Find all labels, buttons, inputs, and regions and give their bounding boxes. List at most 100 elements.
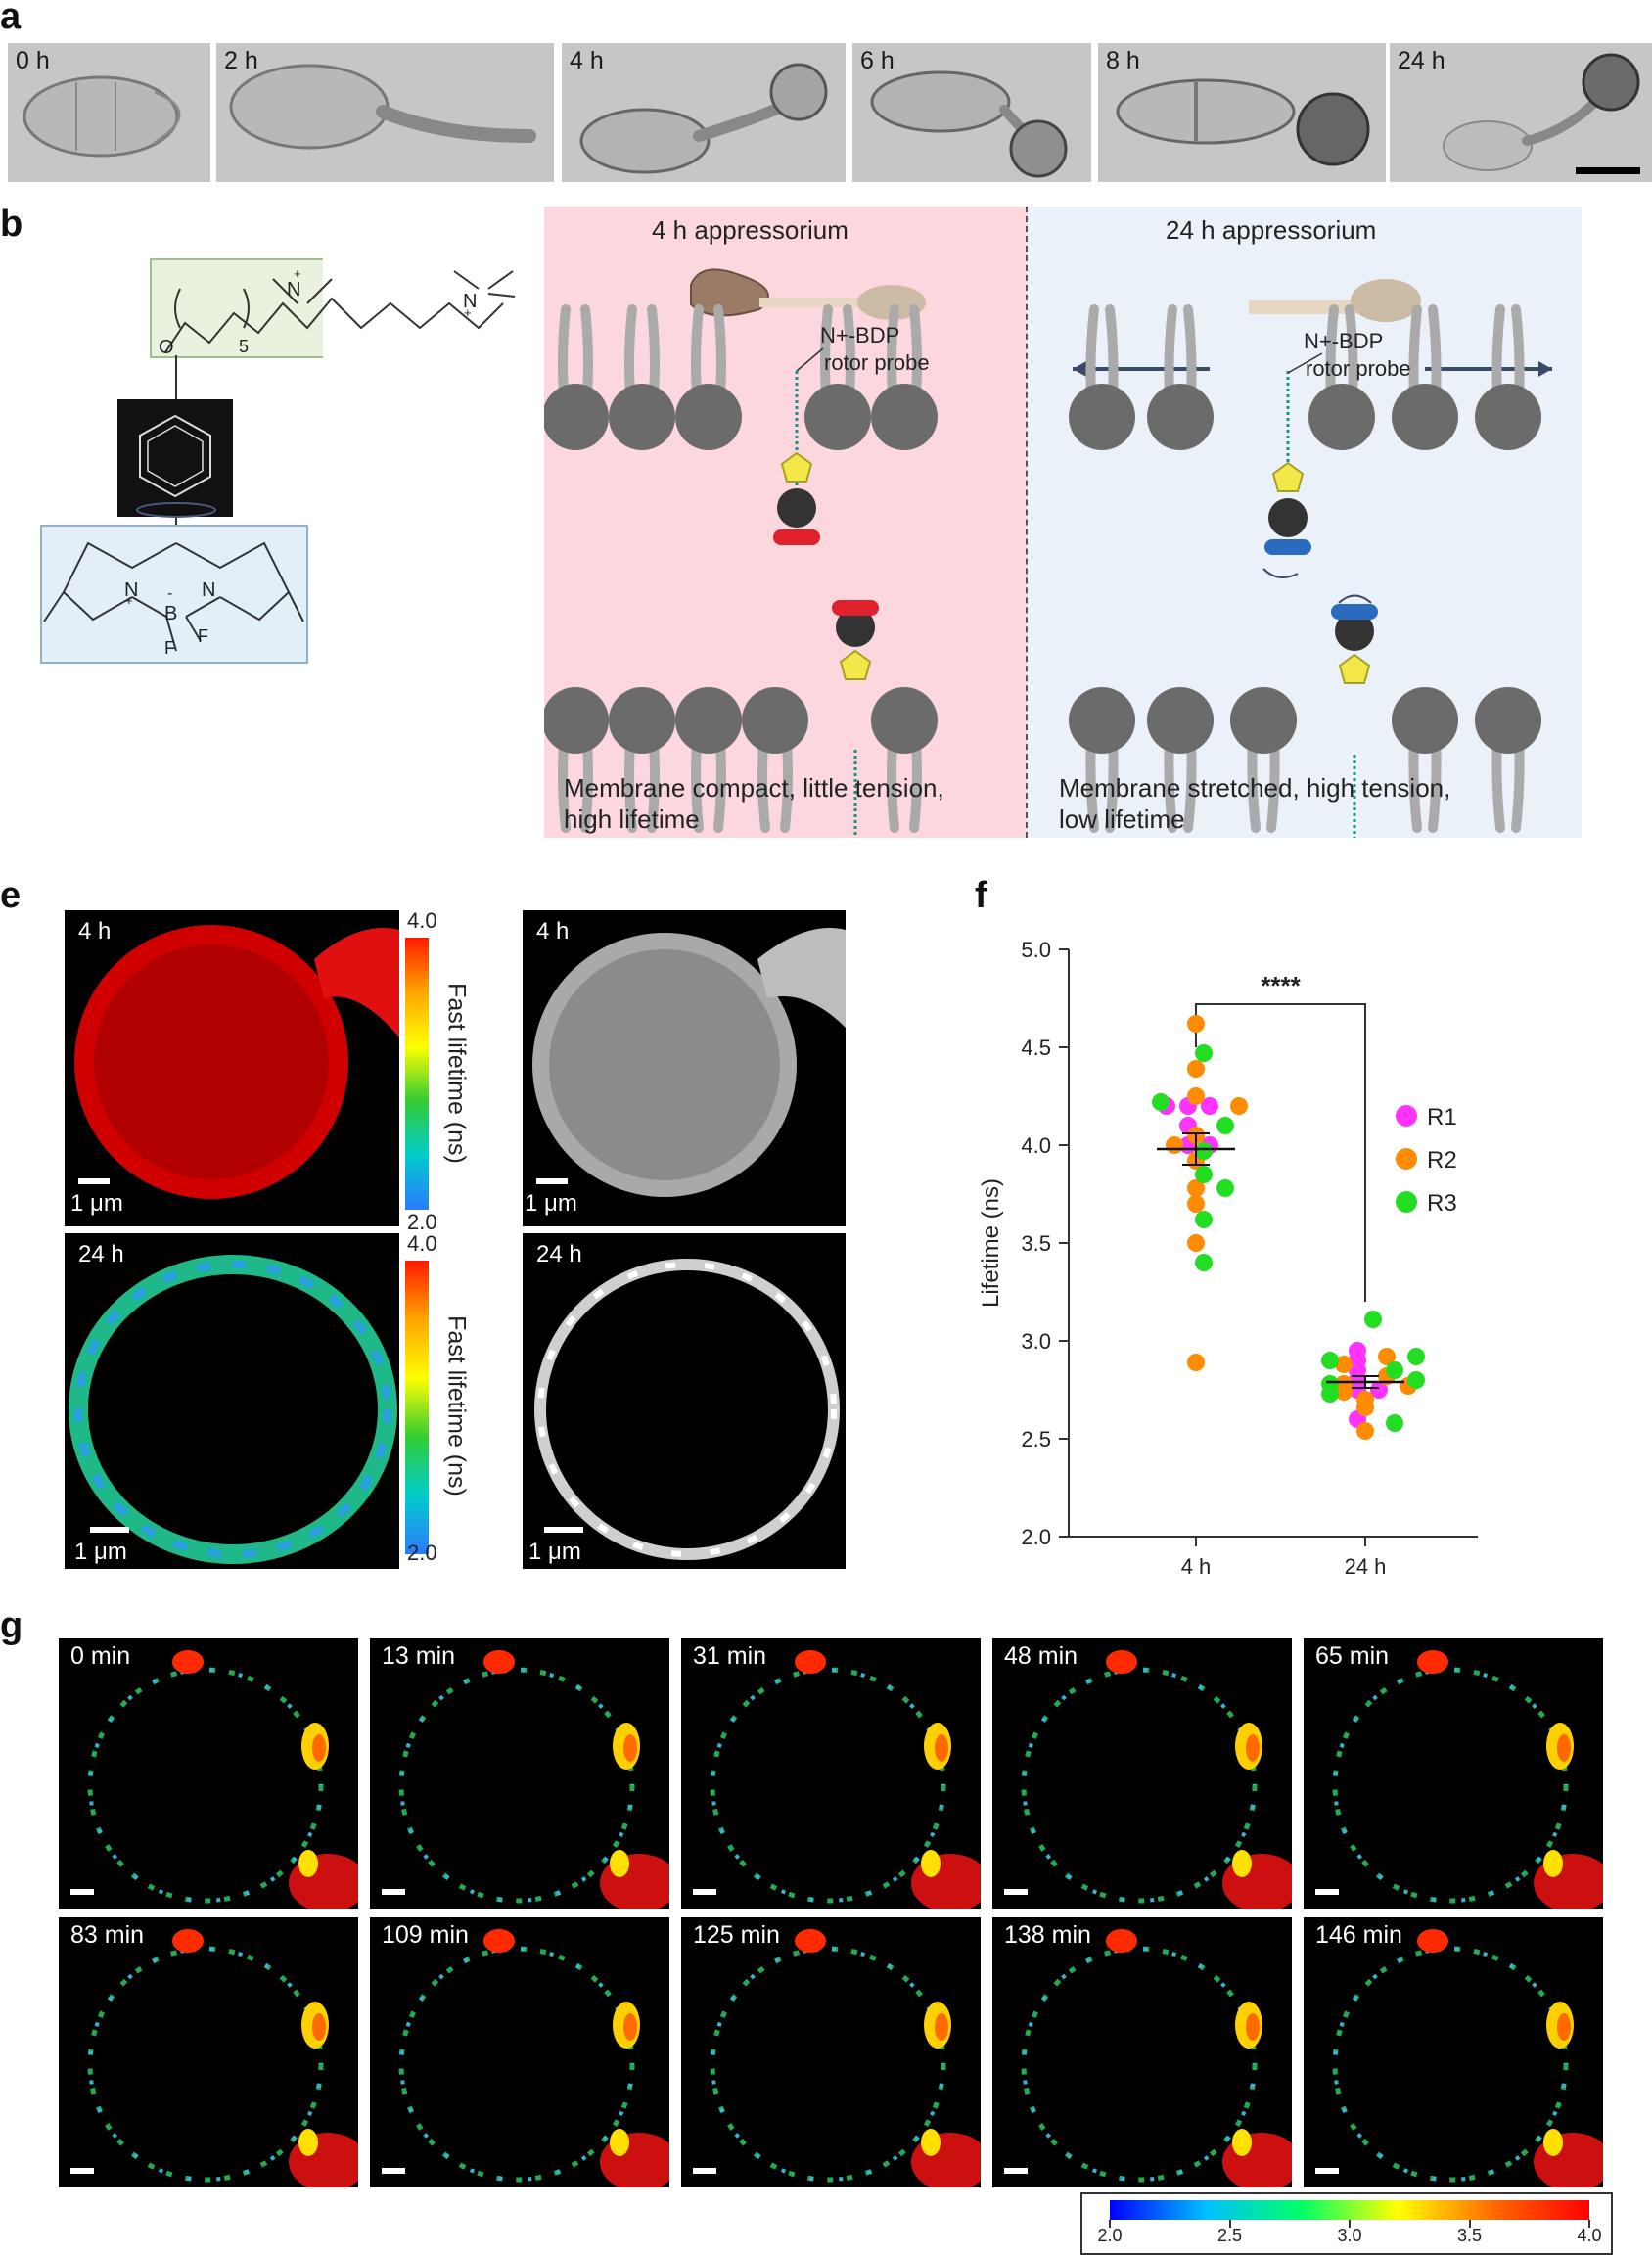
micrograph-0h: 0 h [8, 43, 210, 182]
data-point [1187, 1354, 1205, 1371]
data-point [1356, 1399, 1374, 1416]
timelapse-frame: 109 min [370, 1917, 669, 2187]
time-label: 24 h [1398, 47, 1446, 74]
colorbar-top-title: Fast lifetime (ns) [442, 983, 471, 1164]
y-tick-label: 4.5 [1021, 1036, 1051, 1060]
data-point [1321, 1352, 1339, 1369]
panel-label-e: e [0, 875, 22, 916]
atom-n-4: N [202, 579, 216, 601]
time-label: 4 h [570, 47, 604, 74]
rotor-probe [832, 600, 879, 838]
data-point [1386, 1414, 1403, 1432]
panel-label-f: f [975, 875, 987, 916]
time-label: 4 h [78, 918, 112, 944]
data-point [1335, 1356, 1353, 1373]
x-tick-label: 4 h [1181, 1554, 1212, 1579]
time-label: 8 h [1106, 47, 1140, 74]
charge-plus-1: + [294, 266, 301, 281]
panel-c-caption-1: Membrane compact, little tension, [564, 773, 944, 803]
charge-plus-2: + [464, 305, 472, 320]
timelapse-frame: 31 min [681, 1638, 981, 1909]
colorbar-tick-label: 2.5 [1216, 2226, 1243, 2245]
colorbar-bottom-title: Fast lifetime (ns) [442, 1315, 471, 1496]
y-tick-label: 2.5 [1021, 1427, 1051, 1451]
panel-c-title: 4 h appressorium [652, 215, 849, 245]
y-axis-label: Lifetime (ns) [978, 1178, 1004, 1308]
colorbar-bottom [405, 1261, 429, 1554]
colorbar-bottom-min: 2.0 [407, 1541, 437, 1565]
scale-label: 1 μm [74, 1539, 127, 1565]
timelapse-frame: 83 min [59, 1917, 358, 2187]
atom-o: O [159, 337, 174, 358]
colorbar-tick-label: 3.0 [1337, 2226, 1362, 2245]
scale-bar [693, 1889, 716, 1895]
time-label: 109 min [382, 1921, 469, 1949]
x-tick-label: 24 h [1345, 1554, 1387, 1579]
legend-marker [1396, 1191, 1417, 1213]
data-point [1230, 1097, 1248, 1115]
colorbar-top [405, 938, 429, 1210]
y-tick-label: 5.0 [1021, 938, 1051, 962]
data-point [1386, 1361, 1403, 1379]
panel-d-title: 24 h appressorium [1166, 215, 1377, 245]
atom-b: B [164, 603, 178, 624]
significance-bracket [1195, 1003, 1366, 1302]
lipid [1475, 687, 1541, 833]
intensity-4h: 4 h 1 μm [523, 910, 846, 1226]
lipid [1147, 304, 1214, 450]
scale-bar [1004, 1889, 1028, 1895]
micrograph-2h: 2 h [216, 43, 554, 182]
time-label: 0 min [70, 1642, 131, 1670]
data-point [1216, 1179, 1234, 1197]
time-label: 138 min [1004, 1921, 1091, 1949]
rotor-probe [1264, 371, 1311, 555]
micrograph-4h: 4 h [562, 43, 846, 182]
time-label: 83 min [70, 1921, 145, 1949]
probe-label-c-2: rotor probe [824, 350, 930, 375]
data-point [1195, 1142, 1213, 1160]
membrane-schematic [690, 268, 1552, 377]
timelapse-frame: 138 min [992, 1917, 1292, 2187]
time-label: 2 h [224, 47, 258, 74]
chemical-structure [40, 258, 323, 664]
lipid [544, 687, 609, 833]
lipid [1475, 304, 1541, 450]
divider [1026, 207, 1028, 838]
lipid [1147, 687, 1214, 833]
data-point [1216, 1117, 1234, 1134]
data-point [1187, 1060, 1205, 1078]
atom-f-1: F [164, 638, 175, 658]
lipid [1392, 304, 1458, 450]
colorbar-top-min: 2.0 [407, 1210, 437, 1234]
data-point [1187, 1195, 1205, 1213]
data-point [1321, 1385, 1339, 1403]
scale-label: 1 μm [70, 1190, 123, 1217]
timelapse-colorbar [1110, 2200, 1589, 2220]
time-label: 125 min [693, 1921, 780, 1949]
panel-d-caption-1: Membrane stretched, high tension, [1059, 773, 1451, 803]
y-tick-label: 3.0 [1021, 1329, 1051, 1354]
atom-f-2: F [198, 626, 208, 646]
rotor-probe [773, 371, 820, 545]
data-point [1195, 1211, 1213, 1228]
probe-label-d-1: N+-BDP [1304, 329, 1384, 353]
lipid [871, 304, 938, 450]
time-label: 48 min [1004, 1642, 1078, 1670]
data-point [1335, 1383, 1353, 1401]
time-label: 146 min [1315, 1921, 1402, 1949]
time-label: 24 h [78, 1241, 124, 1267]
micrograph-8h: 8 h [1098, 43, 1386, 182]
lipid [544, 304, 609, 450]
data-point [1407, 1348, 1425, 1365]
legend-marker [1396, 1148, 1417, 1170]
colorbar-tick [1349, 2220, 1351, 2228]
lipid [871, 687, 938, 833]
colorbar-top-max: 4.0 [407, 908, 437, 933]
legend-label: R2 [1427, 1147, 1457, 1174]
colorbar-tick [1468, 2220, 1471, 2228]
data-point [1407, 1371, 1425, 1389]
scale-bar [382, 2168, 405, 2174]
lipid [609, 687, 675, 833]
subscript-5: 5 [239, 337, 250, 356]
data-point [1152, 1093, 1170, 1111]
